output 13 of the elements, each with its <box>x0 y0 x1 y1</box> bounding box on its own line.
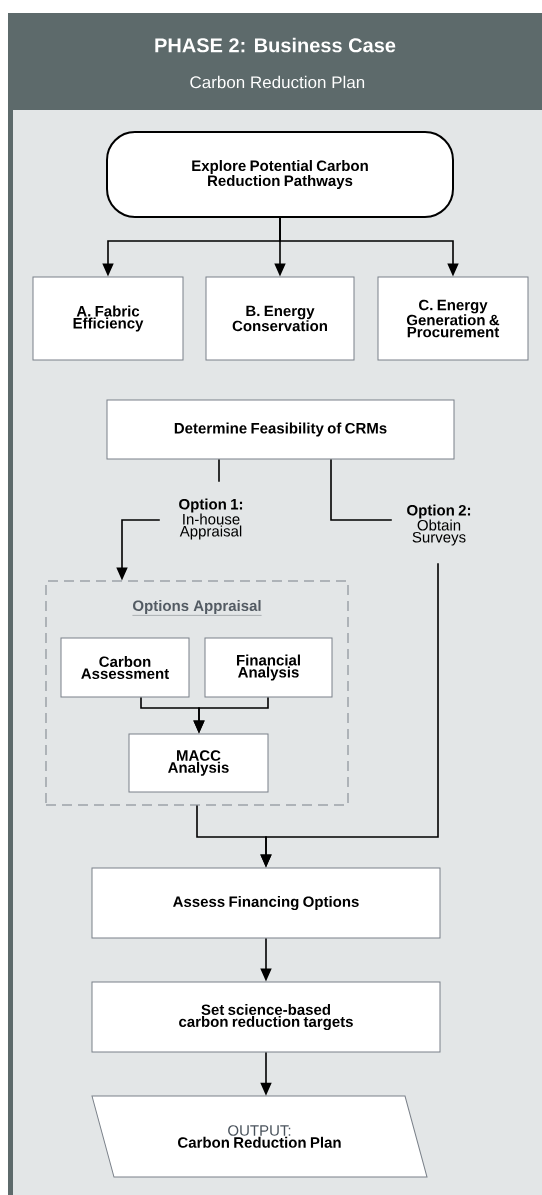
process-box: Financial Analysis <box>204 637 333 698</box>
process-box: C. Energy Generation & Procurement <box>377 276 529 361</box>
process-box: MACC Analysis <box>128 733 269 793</box>
process-box: B. Energy Conservation <box>205 276 355 361</box>
process-box: Carbon Assessment <box>60 637 190 698</box>
option-label: Option 2: Obtain Surveys <box>407 504 471 546</box>
process-box: A. Fabric Efficiency <box>32 276 184 361</box>
process-box: Determine Feasibility of CRMs <box>106 399 455 460</box>
process-box: Set science-based carbon reduction targets <box>91 981 441 1053</box>
option-label: Option 1: In-house Appraisal <box>179 498 243 540</box>
process-box: Assess Financing Options <box>91 867 441 939</box>
start-pill: Explore Potential Carbon Reduction Pathways <box>106 131 454 218</box>
output-parallelogram: OUTPUT: Carbon Reduction Plan <box>91 1095 428 1178</box>
